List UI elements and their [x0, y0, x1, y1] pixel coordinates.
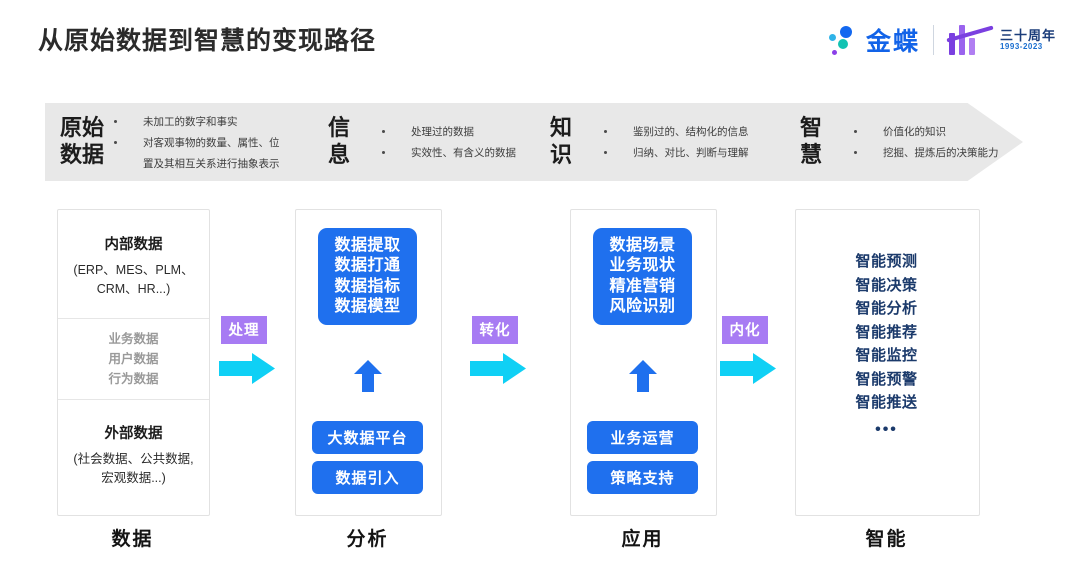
analysis-capability-box[interactable]: 数据提取 数据打通 数据指标 数据模型: [318, 228, 417, 325]
analysis-ingest-pill[interactable]: 数据引入: [312, 461, 423, 494]
kingdee-brand-logo: 金蝶 三十周年 1993-2023: [827, 20, 1056, 60]
banner-stage-information: 信 息 处理过的数据 实效性、有含义的数据: [328, 103, 516, 181]
list-item: 智能分析: [855, 300, 918, 318]
bullet-dot-icon: [114, 140, 117, 144]
bullet-dot-icon: [114, 119, 117, 123]
bullet-dot-icon: [604, 130, 607, 133]
banner-stage-bullets: 价值化的知识 挖掘、提炼后的决策能力: [854, 121, 999, 163]
bullet-dot-icon: [604, 151, 607, 154]
banner-stage-raw-data: 原始 数据 未加工的数字和事实 对客观事物的数量、属性、位 置及其相互关系进行抽…: [60, 103, 280, 181]
ellipsis-indicator: •••: [875, 420, 898, 438]
anniversary-years: 1993-2023: [999, 41, 1043, 51]
arrow-right-icon: [219, 353, 293, 384]
column-footer-label-analysis: 分析: [346, 529, 389, 550]
brand-divider: [932, 25, 934, 55]
data-type-item: 用户数据: [108, 352, 159, 366]
application-strategy-pill[interactable]: 策略支持: [587, 461, 698, 494]
banner-stage-title: 智 慧: [800, 115, 823, 167]
column-card-intelligence: [795, 209, 980, 516]
arrow-right-icon: [720, 353, 794, 384]
connector-process: 处理: [219, 316, 293, 384]
list-item: 智能推荐: [855, 323, 918, 341]
banner-stage-bullets: 鉴别过的、结构化的信息 归纳、对比、判断与理解: [604, 121, 749, 163]
bullet-dot-icon: [854, 130, 857, 133]
external-data-section: 外部数据 (社会数据、公共数据, 宏观数据...): [58, 400, 209, 497]
anniversary-mark-icon: [946, 23, 994, 57]
dikw-banner-content: 原始 数据 未加工的数字和事实 对客观事物的数量、属性、位 置及其相互关系进行抽…: [45, 85, 1023, 199]
data-type-item: 业务数据: [108, 331, 159, 346]
banner-stage-wisdom: 智 慧 价值化的知识 挖掘、提炼后的决策能力: [800, 103, 999, 181]
column-footer-label-application: 应用: [621, 529, 664, 550]
data-type-item: 行为数据: [108, 372, 159, 387]
arrow-right-icon: [470, 353, 544, 384]
intelligence-capability-list: 智能预测 智能决策 智能分析 智能推荐 智能监控 智能预警 智能推送 •••: [795, 250, 978, 442]
list-item: 智能预警: [855, 370, 918, 388]
list-item: 智能推送: [855, 394, 918, 412]
arrow-up-icon: [628, 360, 658, 392]
bullet-dot-icon: [382, 151, 385, 154]
dikw-banner-arrow: [45, 103, 1023, 181]
page-title: 从原始数据到智慧的变现路径: [38, 27, 377, 55]
anniversary-label: 三十周年: [999, 27, 1056, 43]
application-operations-pill[interactable]: 业务运营: [587, 421, 698, 454]
kingdee-dots-icon: [827, 24, 857, 56]
column-footer-label-intelligence: 智能: [865, 529, 908, 550]
external-data-title: 外部数据: [104, 425, 163, 442]
connector-label: 处理: [221, 316, 267, 344]
anniversary-text: 三十周年 1993-2023: [1000, 29, 1056, 51]
arrow-up-icon: [353, 360, 383, 392]
application-capability-box[interactable]: 数据场景 业务现状 精准营销 风险识别: [593, 228, 692, 325]
banner-stage-bullets: 处理过的数据 实效性、有含义的数据: [382, 121, 516, 163]
internal-data-section: 内部数据 (ERP、MES、PLM、 CRM、HR...): [58, 210, 209, 318]
bullet-dot-icon: [382, 130, 385, 133]
brand-name: 金蝶: [865, 27, 920, 56]
internal-data-title: 内部数据: [104, 237, 163, 253]
data-types-section: 业务数据 用户数据 行为数据: [58, 317, 209, 400]
bullet-dot-icon: [854, 151, 857, 154]
connector-transform: 转化: [470, 316, 544, 384]
list-item: 智能决策: [855, 276, 918, 294]
column-footer-label-data: 数据: [111, 529, 154, 550]
list-item: 智能监控: [855, 347, 918, 365]
external-data-subtitle: (社会数据、公共数据, 宏观数据...): [73, 451, 194, 485]
banner-stage-bullets: 未加工的数字和事实 对客观事物的数量、属性、位 置及其相互关系进行抽象表示: [114, 111, 280, 174]
banner-stage-title: 知 识: [550, 115, 573, 167]
connector-label: 转化: [472, 316, 518, 344]
internal-data-subtitle: (ERP、MES、PLM、 CRM、HR...): [73, 263, 194, 297]
connector-label: 内化: [722, 316, 768, 344]
banner-stage-knowledge: 知 识 鉴别过的、结构化的信息 归纳、对比、判断与理解: [550, 103, 749, 181]
banner-stage-title: 原始 数据: [60, 115, 105, 167]
analysis-platform-pill[interactable]: 大数据平台: [312, 421, 423, 454]
connector-internalize: 内化: [720, 316, 794, 384]
list-item: 智能预测: [855, 253, 918, 270]
column-card-data: 内部数据 (ERP、MES、PLM、 CRM、HR...) 业务数据 用户数据 …: [57, 209, 210, 516]
banner-stage-title: 信 息: [328, 115, 351, 167]
